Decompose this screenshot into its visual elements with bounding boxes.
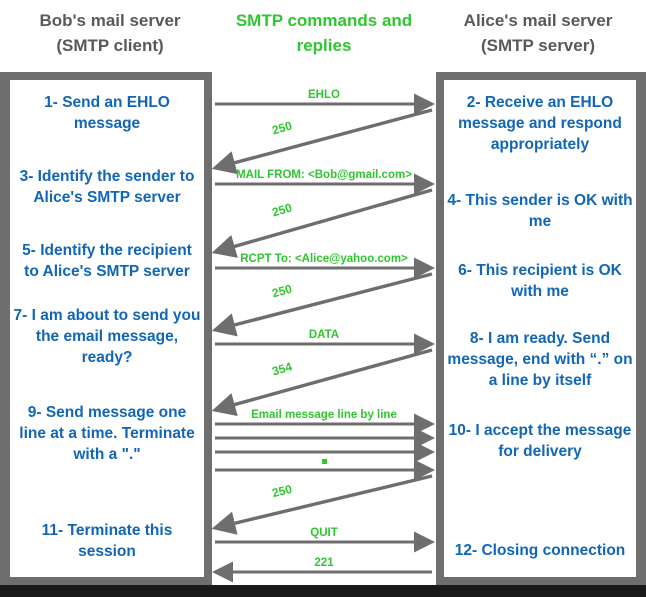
- client-panel: 1- Send an EHLO message 3- Identify the s…: [0, 72, 212, 585]
- arrow-rep-250-d: [212, 474, 433, 535]
- arrow-rep-250-a: [212, 108, 433, 175]
- client-title-line2: (SMTP client): [56, 36, 164, 55]
- server-step-6: 6- This recipient is OK with me: [458, 262, 622, 300]
- client-step-7: 7- I am about to send you the email mess…: [13, 307, 201, 366]
- protocol-title-line2: replies: [296, 36, 352, 55]
- server-panel: 2- Receive an EHLO message and respond a…: [436, 72, 646, 585]
- label-msg-quit: QUIT: [310, 527, 338, 539]
- column-title-server: Alice's mail server (SMTP server): [438, 8, 638, 58]
- column-title-protocol: SMTP commands and replies: [218, 8, 430, 58]
- arrow-layer: [212, 93, 435, 583]
- server-title-line2: (SMTP server): [480, 36, 595, 55]
- label-rep-221: 221: [314, 557, 334, 569]
- server-title-line1: Alice's mail server: [463, 11, 613, 30]
- client-step-1: 1- Send an EHLO message: [44, 94, 170, 132]
- client-step-11: 11- Terminate this session: [41, 522, 173, 560]
- arrow-rep-354: [212, 348, 433, 417]
- arrow-rep-250-b: [212, 188, 433, 258]
- server-step-12: 12- Closing connection: [454, 542, 626, 559]
- label-msg-emailline: Email message line by line: [251, 409, 397, 421]
- arrow-rep-250-c: [212, 272, 433, 337]
- server-step-4: 4- This sender is OK with me: [447, 192, 633, 230]
- bottom-strip: [0, 585, 646, 597]
- server-step-10: 10- I accept the message for delivery: [448, 422, 632, 460]
- client-step-9: 9- Send message one line at a time. Term…: [19, 404, 195, 463]
- message-terminator-dot-icon: [320, 457, 329, 466]
- label-msg-data: DATA: [308, 329, 340, 341]
- client-step-5: 5- Identify the recipient to Alice's SMT…: [22, 242, 192, 280]
- server-steps-list: 2- Receive an EHLO message and respond a…: [444, 80, 636, 577]
- client-step-3: 3- Identify the sender to Alice's SMTP s…: [19, 168, 195, 206]
- client-steps-list: 1- Send an EHLO message 3- Identify the s…: [10, 80, 204, 577]
- server-step-2: 2- Receive an EHLO message and respond a…: [458, 94, 622, 153]
- label-msg-rcptto: RCPT To: <Alice@yahoo.com>: [240, 253, 408, 265]
- protocol-title-line1: SMTP commands and: [235, 11, 413, 30]
- label-msg-mailfrom: MAIL FROM: <Bob@gmail.com>: [236, 169, 412, 181]
- column-title-client: Bob's mail server (SMTP client): [10, 8, 210, 58]
- client-title-line1: Bob's mail server: [39, 11, 181, 30]
- label-msg-ehlo: EHLO: [308, 89, 340, 101]
- server-step-8: 8- I am ready. Send message, end with “.…: [447, 330, 633, 389]
